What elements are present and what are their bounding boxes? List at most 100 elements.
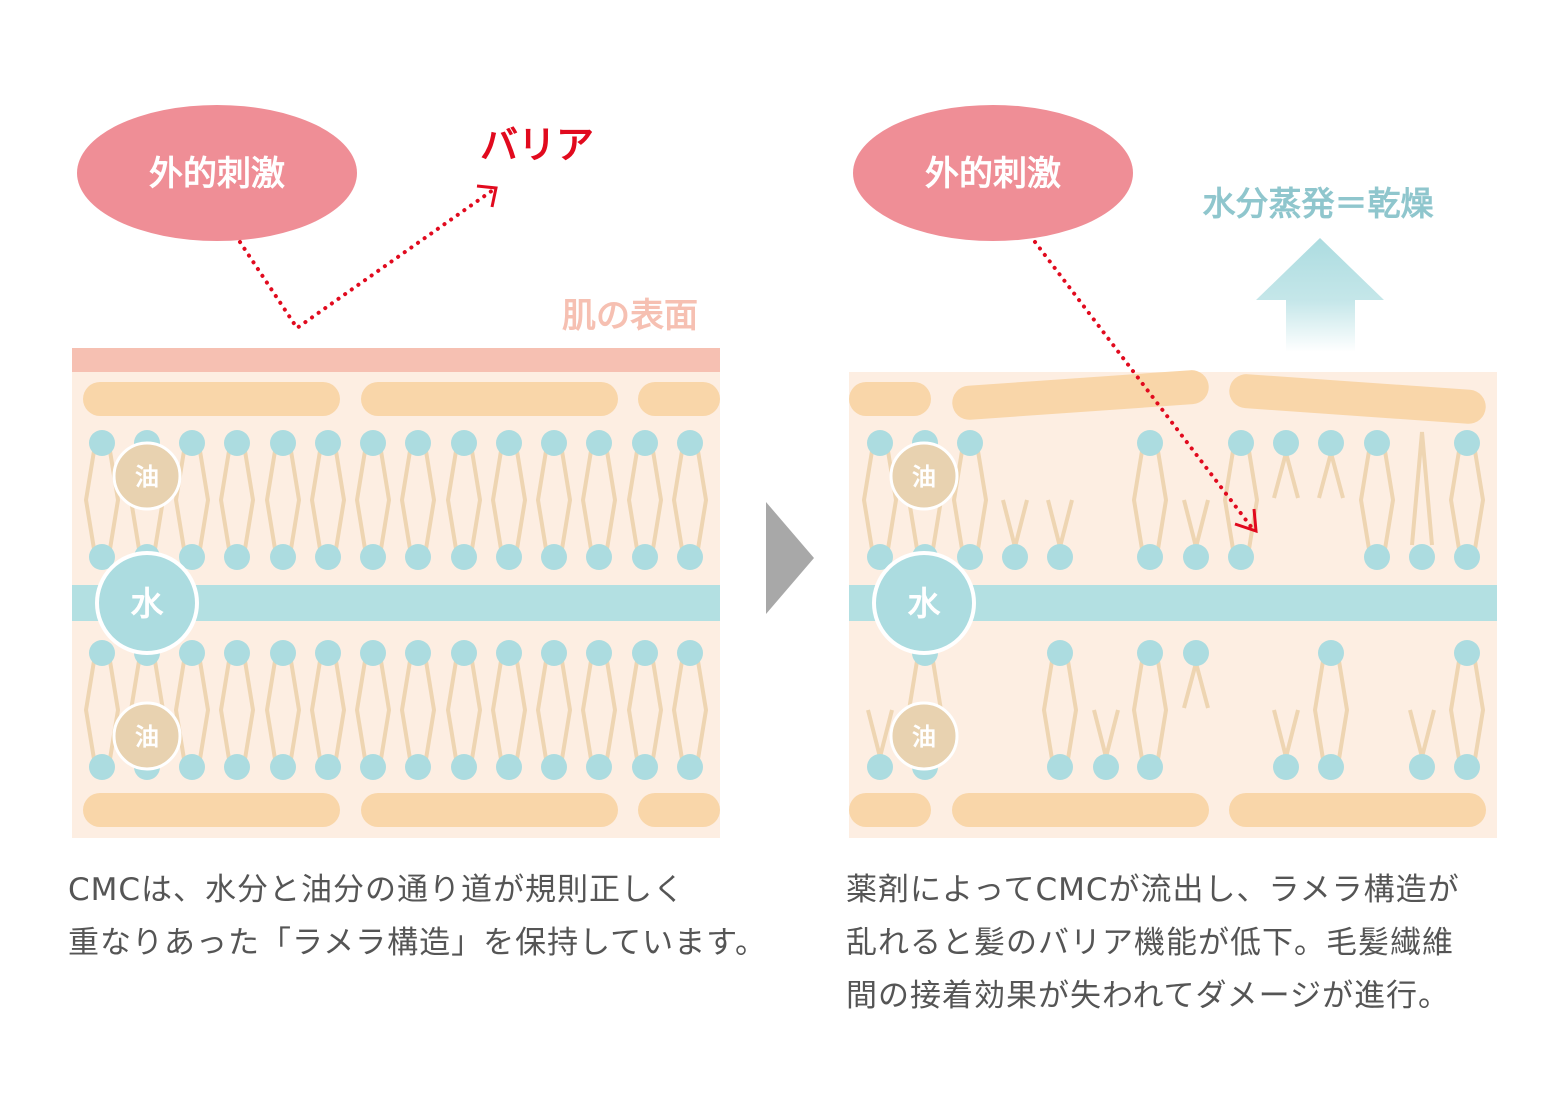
lipid-tail xyxy=(1448,660,1461,760)
lipid-head xyxy=(451,640,477,666)
lipid-tail xyxy=(198,660,211,760)
lipid-head xyxy=(179,754,205,780)
lipid-bar xyxy=(849,382,931,416)
barrier-reflection-arrow xyxy=(238,184,498,331)
lipid-head xyxy=(360,544,386,570)
lipid-tail xyxy=(1104,709,1120,758)
lipid-head xyxy=(315,430,341,456)
lipid-head xyxy=(1273,754,1299,780)
lipid-tail xyxy=(861,450,874,550)
lipid-head xyxy=(1137,754,1163,780)
lipid-tail xyxy=(951,450,964,550)
reflection-arrowhead-icon xyxy=(476,184,498,208)
left-panel-healthy: 水 油 油 外的刺激 バリア 肌の表面 xyxy=(72,105,720,838)
lipid-bar-displaced xyxy=(1229,374,1486,424)
lipid-head xyxy=(496,640,522,666)
oil-label: 油 xyxy=(912,723,936,751)
skin-surface-label: 肌の表面 xyxy=(562,296,698,336)
lipid-tail xyxy=(560,660,573,760)
lipid-tail xyxy=(1473,450,1486,550)
lipid-tail xyxy=(1156,450,1169,550)
lipid-head xyxy=(1318,754,1344,780)
lipid-head xyxy=(1454,430,1480,456)
left-bottom-lipid-bars xyxy=(83,793,720,827)
left-caption-line: CMCは、水分と油分の通り道が規則正しく xyxy=(68,872,686,908)
lipid-tail xyxy=(535,450,548,550)
lipid-head xyxy=(224,430,250,456)
lipid-tail xyxy=(1473,660,1486,760)
lipid-tail xyxy=(470,450,483,550)
lipid-tail xyxy=(1046,499,1062,548)
lipid-tail xyxy=(218,660,231,760)
lipid-head xyxy=(1454,754,1480,780)
right-oil-bubble-bottom: 油 xyxy=(889,701,959,771)
skin-surface-band xyxy=(72,348,720,372)
lipid-head xyxy=(1454,640,1480,666)
water-label: 水 xyxy=(908,584,942,623)
lipid-head xyxy=(541,640,567,666)
lipid-head xyxy=(405,430,431,456)
lipid-tail xyxy=(379,660,392,760)
lipid-head xyxy=(179,430,205,456)
lipid-tail xyxy=(1131,660,1144,760)
lipid-tail xyxy=(1156,660,1169,760)
lipid-tail xyxy=(83,450,96,550)
lipid-head xyxy=(1093,754,1119,780)
lipid-tail xyxy=(976,450,989,550)
lipid-tail xyxy=(379,450,392,550)
lipid-tail xyxy=(1329,452,1345,499)
lipid-tail xyxy=(1448,450,1461,550)
lipid-tail xyxy=(1066,660,1079,760)
left-top-lipid-bars xyxy=(83,382,720,416)
right-panel-damaged: 水 油 油 外的刺激 水分蒸発＝乾燥 xyxy=(849,105,1497,838)
lipid-bar xyxy=(952,793,1209,827)
lipid-tail xyxy=(671,660,684,760)
lipid-tail xyxy=(490,660,503,760)
lipid-head xyxy=(89,640,115,666)
lipid-head xyxy=(360,640,386,666)
lipid-head xyxy=(270,430,296,456)
right-caption-line: 乱れると髪のバリア機能が低下。毛髪繊維 xyxy=(846,925,1454,961)
lipid-head xyxy=(1047,640,1073,666)
lipid-tail xyxy=(399,660,412,760)
lipid-tail xyxy=(108,660,121,760)
arrow-up-icon xyxy=(1256,238,1384,352)
lipid-head xyxy=(451,754,477,780)
lipid-bar xyxy=(83,382,340,416)
right-stimulus-bubble: 外的刺激 xyxy=(853,105,1133,241)
oil-label: 油 xyxy=(912,463,936,491)
lipid-tail xyxy=(696,450,709,550)
lipid-head xyxy=(270,544,296,570)
lipid-head xyxy=(677,754,703,780)
lipid-head xyxy=(315,640,341,666)
lipid-tail xyxy=(626,660,639,760)
lipid-head xyxy=(632,430,658,456)
right-top-lipid-bars xyxy=(849,370,1486,424)
lipid-head xyxy=(1409,544,1435,570)
lipid-head xyxy=(1047,754,1073,780)
lipid-tail xyxy=(580,450,593,550)
lipid-tail xyxy=(605,660,618,760)
lipid-head xyxy=(1183,544,1209,570)
lipid-head xyxy=(677,430,703,456)
oil-circle xyxy=(889,701,959,771)
lipid-tail xyxy=(515,660,528,760)
penetration-path xyxy=(1033,240,1254,530)
water-circle xyxy=(95,551,199,655)
lipid-head xyxy=(179,544,205,570)
evaporation-label: 水分蒸発＝乾燥 xyxy=(1203,184,1435,223)
left-lower-molecule-row xyxy=(83,640,709,780)
lipid-head xyxy=(1409,754,1435,780)
lipid-head xyxy=(224,640,250,666)
lipid-tail xyxy=(1383,450,1396,550)
lipid-tail xyxy=(289,450,302,550)
lipid-tail xyxy=(1194,499,1210,548)
left-stimulus-bubble: 外的刺激 xyxy=(77,105,357,241)
lipid-bar xyxy=(361,793,618,827)
lipid-tail xyxy=(1337,660,1350,760)
right-oil-bubble-top: 油 xyxy=(889,441,959,511)
stimulus-label: 外的刺激 xyxy=(925,154,1061,194)
lipid-tail xyxy=(1013,499,1029,548)
lipid-tail xyxy=(1001,499,1017,548)
